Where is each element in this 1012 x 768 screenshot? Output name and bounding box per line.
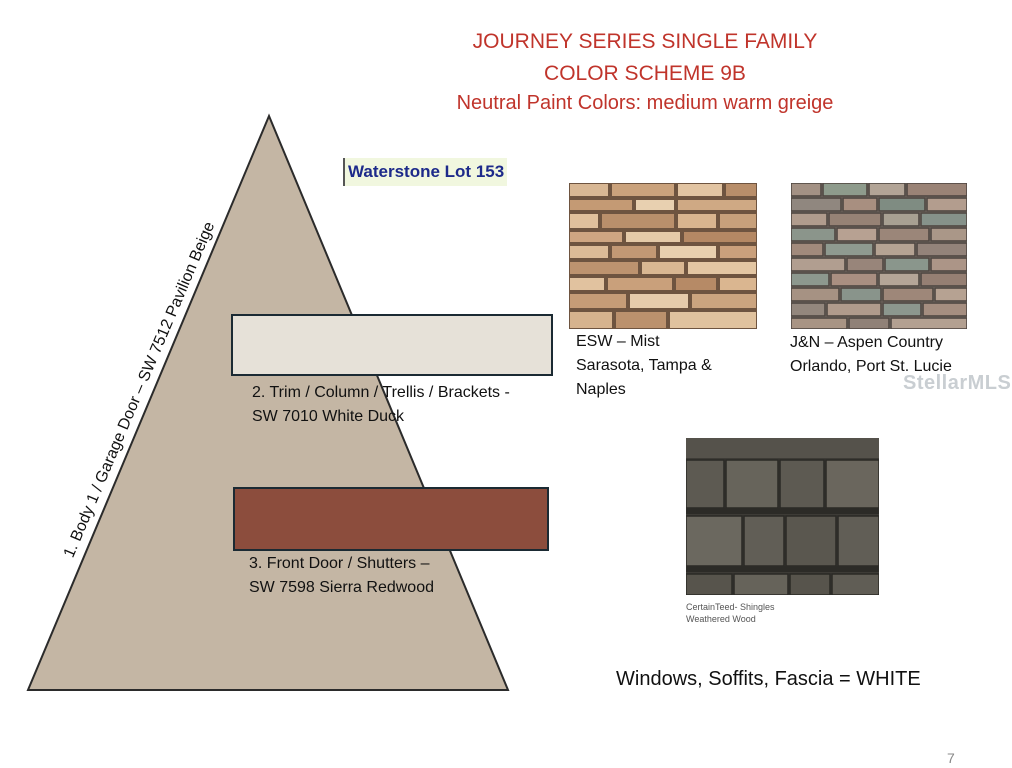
door-color-swatch: [233, 487, 549, 551]
stone-sample-aspen-country: [791, 183, 967, 329]
stone-2-caption-line-2: Orlando, Port St. Lucie: [790, 358, 952, 375]
trim-label-line-1: 2. Trim / Column / Trellis / Brackets -: [252, 384, 510, 401]
subtitle: Neutral Paint Colors: medium warm greige: [456, 92, 834, 114]
stone-2-caption-line-1: J&N – Aspen Country: [790, 334, 943, 351]
stone-sample-esw-mist: [569, 183, 757, 329]
shingle-caption-line-2: Weathered Wood: [686, 614, 756, 624]
door-label-line-1: 3. Front Door / Shutters –: [249, 555, 430, 572]
door-label-line-2: SW 7598 Sierra Redwood: [249, 579, 434, 596]
lot-label: Waterstone Lot 153: [343, 158, 508, 186]
title-line-1: JOURNEY SERIES SINGLE FAMILY: [472, 30, 818, 53]
stone-1-caption-line-3: Naples: [576, 381, 626, 398]
shingle-caption-line-1: CertainTeed- Shingles: [686, 602, 775, 612]
title-line-2: COLOR SCHEME 9B: [544, 62, 746, 85]
stone-1-caption-line-2: Sarasota, Tampa &: [576, 357, 712, 374]
trim-label-line-2: SW 7010 White Duck: [252, 408, 405, 425]
shingle-sample: [686, 438, 879, 595]
windows-note: Windows, Soffits, Fascia = WHITE: [616, 668, 921, 690]
trim-color-swatch: [231, 314, 553, 376]
stone-1-caption-line-1: ESW – Mist: [576, 333, 660, 350]
page-number: 7: [947, 750, 955, 766]
watermark: StellarMLS: [903, 372, 1012, 394]
